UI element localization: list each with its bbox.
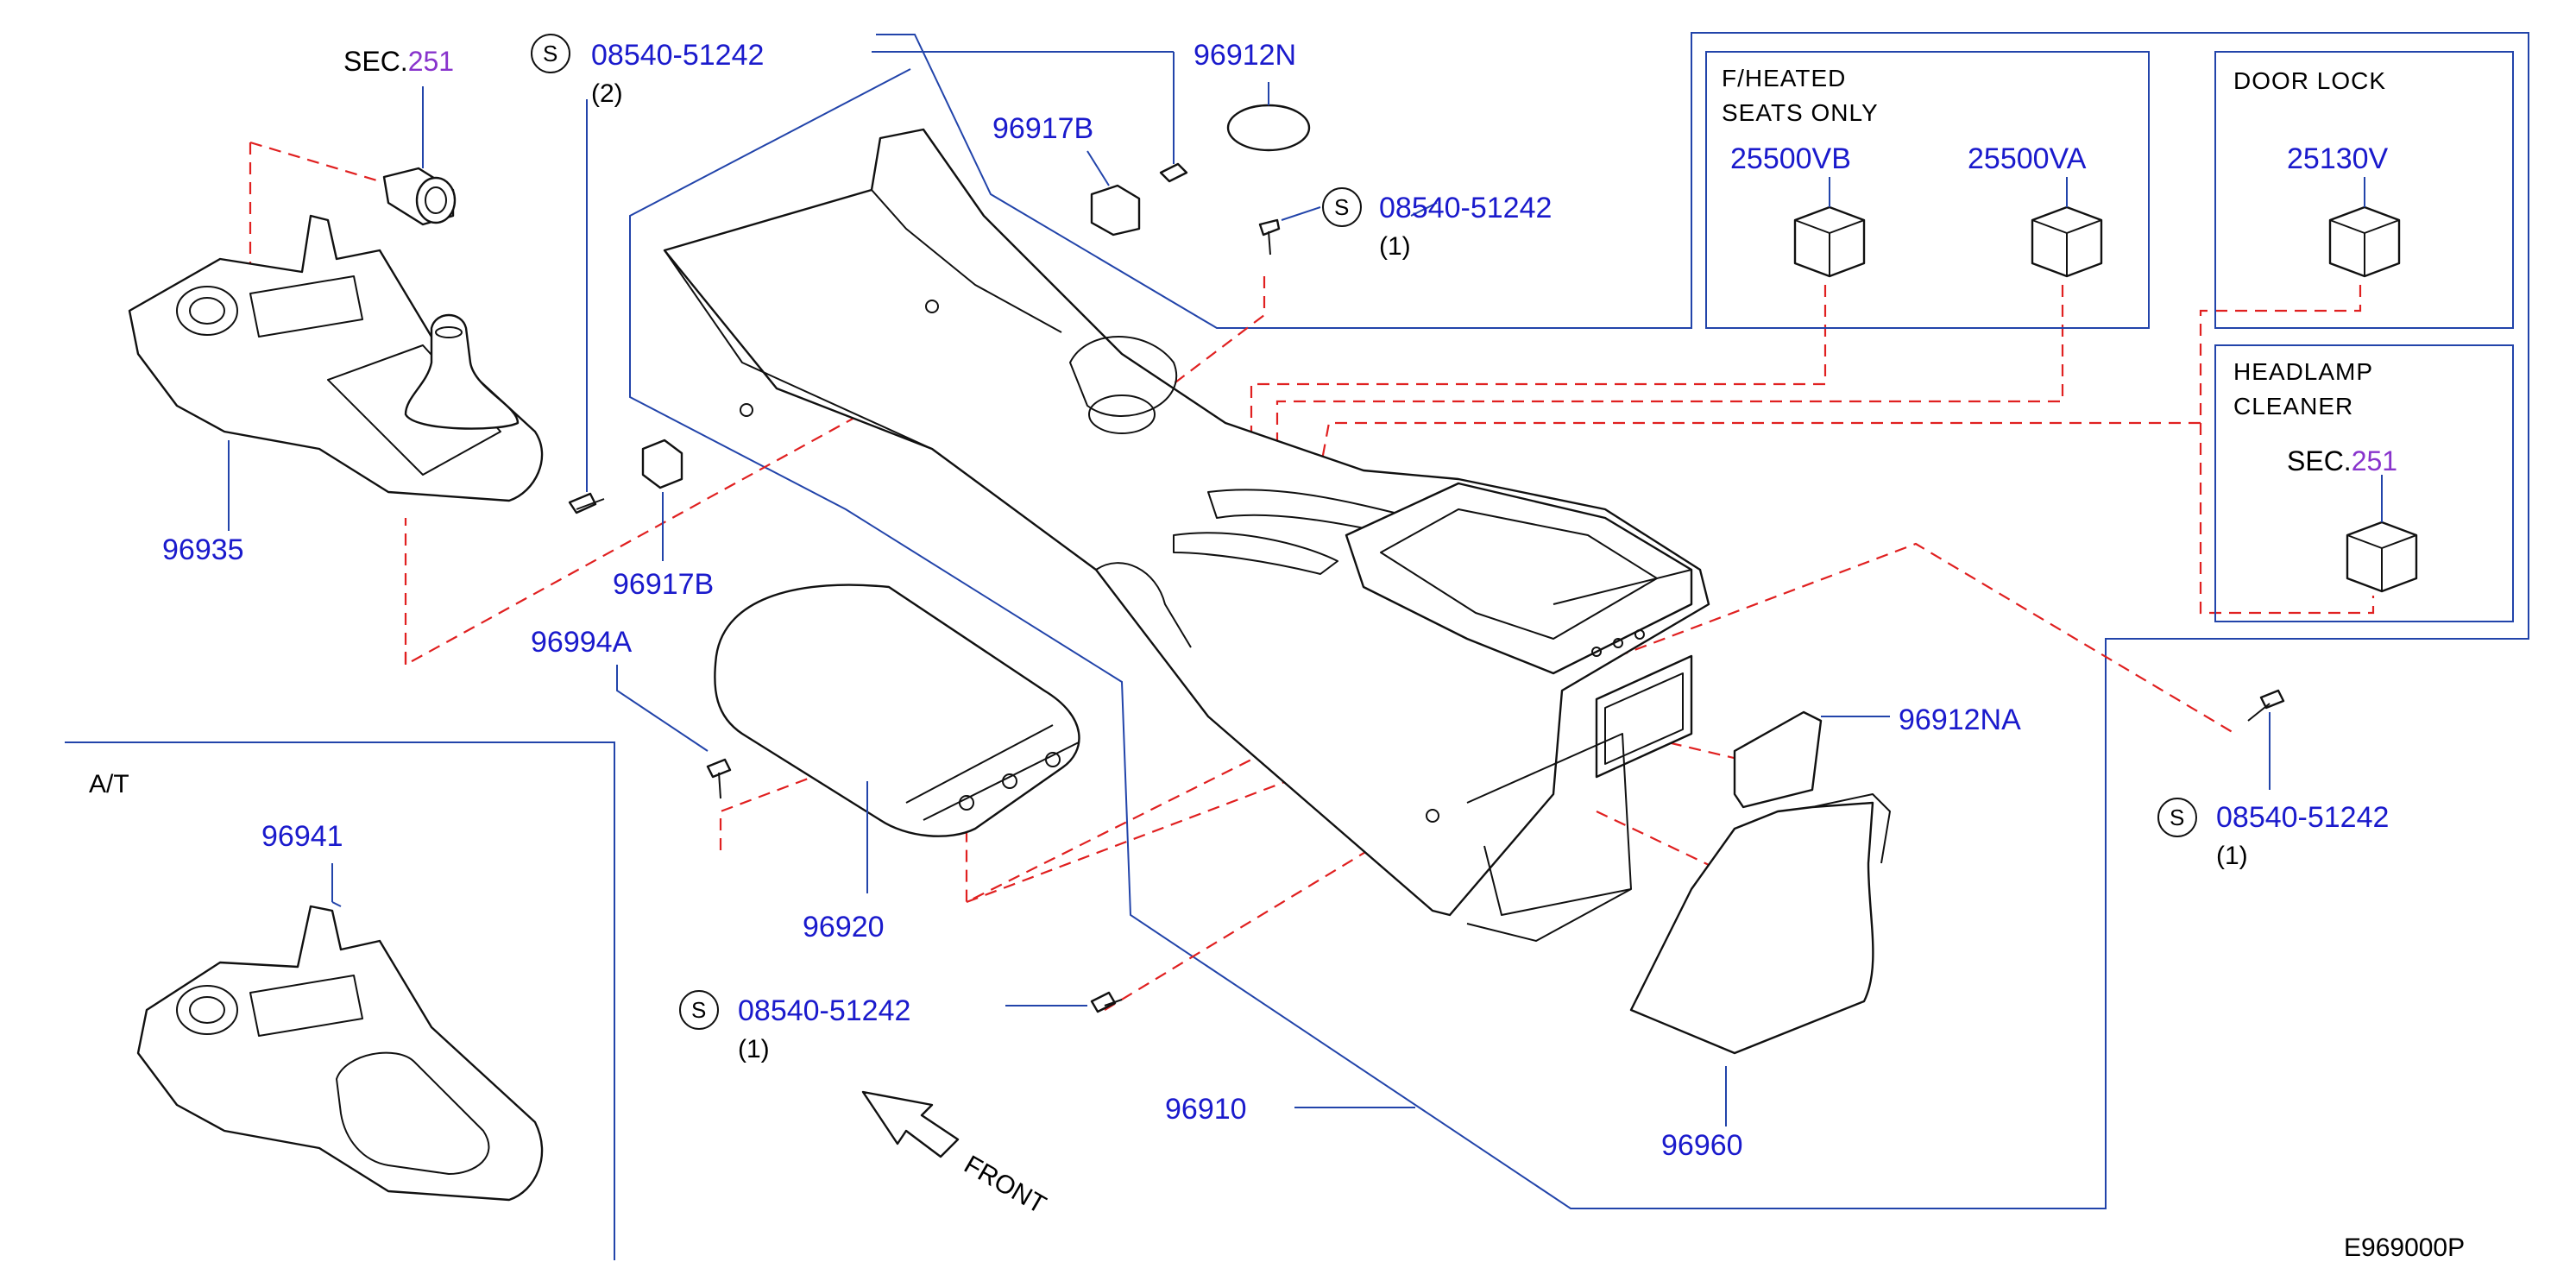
s-symbol-3: S [691, 997, 706, 1023]
at-label: A/T [89, 770, 129, 798]
part-label-96920: 96920 [803, 911, 885, 943]
part-leaders [228, 82, 2383, 1126]
cover-96960 [1629, 801, 1874, 1055]
switch-25500VA [2031, 205, 2103, 278]
s-symbol-1: S [543, 41, 557, 66]
clip-96917B-top [1090, 184, 1141, 237]
part-label-25500VB: 25500VB [1730, 142, 1851, 175]
clip-96917B-mid [641, 439, 683, 489]
part-label-96960: 96960 [1661, 1129, 1743, 1162]
sec-251-label: SEC.251 [343, 46, 454, 77]
headlamp-title-1: HEADLAMP [2233, 358, 2373, 385]
front-label: FRONT [960, 1150, 1051, 1219]
part-label-96917B-mid: 96917B [613, 568, 714, 601]
part-label-25500VA: 25500VA [1968, 142, 2087, 175]
s-circle-1 [531, 34, 570, 73]
lighter-socket [382, 167, 457, 226]
part-label-96910: 96910 [1165, 1093, 1247, 1126]
center-console-96910 [663, 128, 1710, 942]
switch-25130V [2328, 205, 2401, 278]
drawing-code: E969000P [2344, 1234, 2465, 1262]
at-bezel-96941 [136, 905, 544, 1202]
cap-96912N [1226, 104, 1311, 152]
headlamp-cleaner-box [2214, 344, 2514, 622]
part-label-96935: 96935 [162, 533, 244, 566]
qty-s2: (1) [1379, 232, 1411, 261]
s-circle-3 [679, 990, 719, 1030]
s-symbol-2: S [1334, 194, 1349, 220]
screws [568, 162, 2285, 1013]
s-circle-2 [1322, 187, 1362, 227]
part-label-s2: 08540-51242 [1379, 192, 1552, 224]
qty-s3: (1) [738, 1035, 770, 1063]
part-label-s4: 08540-51242 [2216, 801, 2389, 834]
headlamp-title-2: CLEANER [2233, 393, 2353, 420]
part-label-96994A: 96994A [531, 626, 633, 659]
console-region-outline [629, 32, 2529, 1209]
switch-25500VB [1793, 205, 1866, 278]
headlamp-sec-label: SEC.251 [2287, 445, 2397, 476]
part-label-25130V: 25130V [2287, 142, 2389, 175]
heated-title-1: F/HEATED [1722, 65, 1846, 92]
part-label-96912NA: 96912NA [1899, 704, 2021, 736]
part-label-96912N: 96912N [1194, 39, 1296, 72]
front-arrow-icon [861, 1090, 960, 1158]
lid-96912NA [1733, 710, 1823, 809]
door-lock-box [2214, 51, 2514, 329]
qty-s1: (2) [591, 79, 623, 108]
door-lock-title: DOOR LOCK [2233, 67, 2386, 94]
s-symbol-4: S [2170, 805, 2184, 830]
qty-s4: (1) [2216, 842, 2248, 870]
at-separator [65, 741, 615, 1260]
heated-title-2: SEATS ONLY [1722, 99, 1879, 126]
part-label-s3: 08540-51242 [738, 994, 910, 1027]
part-label-96917B-top: 96917B [992, 112, 1093, 145]
heated-seats-box [1705, 51, 2150, 329]
switch-headlamp [2346, 521, 2418, 593]
part-label-s1: 08540-51242 [591, 39, 764, 72]
s-circle-4 [2157, 798, 2197, 837]
armrest-lid-96920 [714, 584, 1080, 837]
part-label-96941: 96941 [261, 820, 343, 853]
shifter-bezel-96935 [128, 214, 544, 502]
